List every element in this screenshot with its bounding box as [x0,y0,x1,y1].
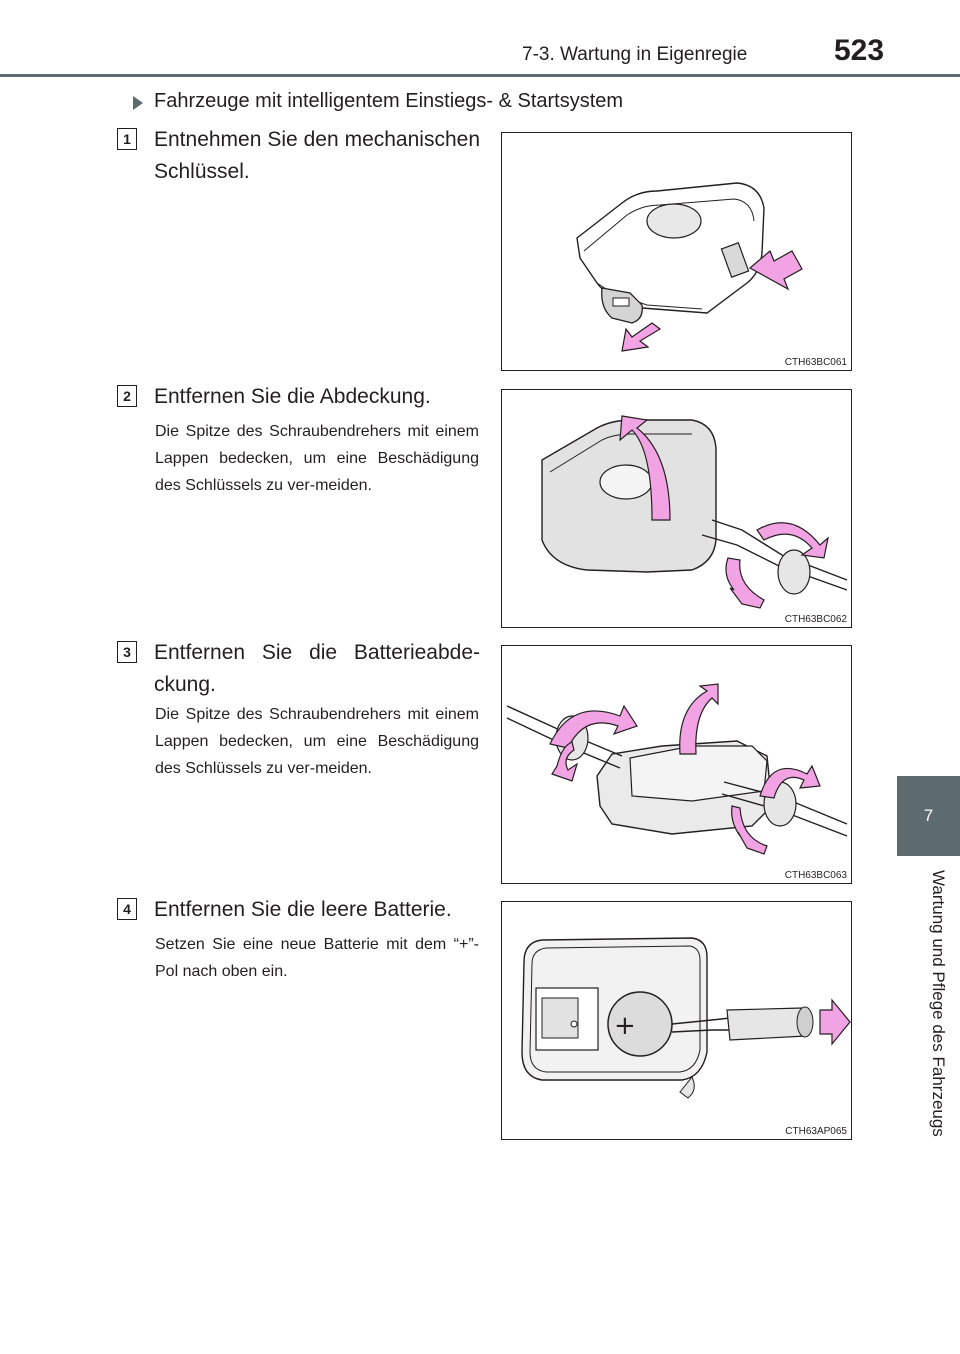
step-4-heading: Entfernen Sie die leere Batterie. [154,898,452,921]
key-fob-open-cover-illustration [541,415,848,609]
figure-code: CTH63AP065 [785,1126,847,1137]
step-4-figure: + CTH63AP065 [501,901,852,1140]
subheading: Fahrzeuge mit intelligentem Einstiegs- &… [154,90,623,113]
figure-code: CTH63BC062 [784,614,847,625]
chapter-title: Wartung und Pflege des Fahrzeugs [929,870,948,1137]
step-2-figure: CTH63BC062 [501,389,852,628]
figure-code: CTH63BC061 [784,357,847,368]
step-number-1: 1 [117,128,137,150]
chapter-tab: 7 [897,776,960,856]
figure-code: CTH63BC063 [784,870,847,881]
header-divider [0,74,960,77]
key-fob-replace-battery-illustration: + [521,937,851,1099]
step-number-2: 2 [117,385,137,407]
chapter-number: 7 [923,806,934,825]
step-2-heading: Entfernen Sie die Abdeckung. [154,385,431,408]
svg-text:+: + [614,1011,636,1041]
step-1-figure: CTH63BC061 [501,132,852,371]
step-number-4: 4 [117,898,137,920]
section-title: 7-3. Wartung in Eigenregie [522,44,748,65]
key-fob-battery-cover-illustration [506,683,848,855]
step-3-figure: CTH63BC063 [501,645,852,884]
step-1-heading: Entnehmen Sie den mechanischen Schlüssel… [154,128,480,183]
subheading-text: Fahrzeuge mit intelligentem Einstiegs- &… [154,90,624,112]
step-3-heading: Entfernen Sie die Batterieabde-ckung. [154,641,480,696]
step-4-note: Setzen Sie eine neue Batterie mit dem “+… [155,936,479,980]
step-number-3: 3 [117,641,137,663]
step-3-note: Die Spitze des Schraubendrehers mit eine… [155,706,479,777]
step-2-note: Die Spitze des Schraubendrehers mit eine… [155,423,479,494]
key-fob-remove-key-illustration [576,182,803,352]
triangle-bullet-icon [133,96,143,110]
page-number: 523 [834,34,885,67]
